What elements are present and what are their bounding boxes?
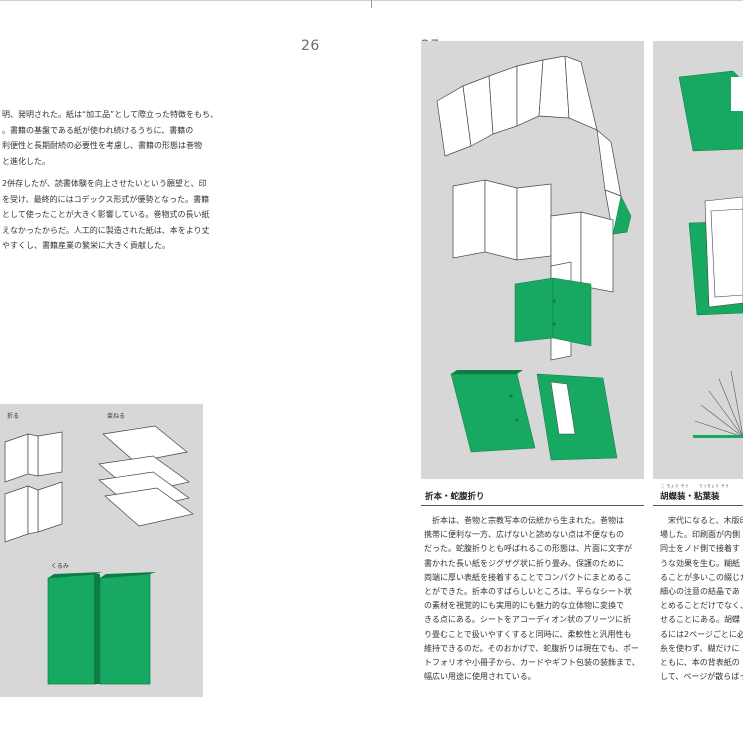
text-line: と進化した。 — [2, 156, 50, 166]
text-line: トフォリオや小冊子から、カードやギフト包装の装飾まで、 — [424, 658, 640, 668]
text-line: 利便性と長期耐続の必要性を考慮し、書籍の形態は巻物 — [2, 141, 202, 150]
text-line: やすくし、書籍産業の繁栄に大きく貢献した。 — [2, 241, 170, 250]
text-line: ともに、本の背表紙の — [660, 658, 740, 668]
text-line: えなかったからだ。人工的に製造された紙は、本をより丈 — [2, 225, 210, 235]
text-line: きる点にある。シートをアコーディオン状のプリーツに折 — [424, 615, 632, 625]
section2-divider — [653, 505, 743, 506]
section1-title: 折本・蛇腹折り — [425, 492, 485, 502]
bundled-sheets-illustration — [98, 425, 194, 527]
text-line: 場した。印刷面が内側 — [660, 530, 740, 540]
text-line: 細心の注意の結晶であ — [660, 587, 740, 597]
wrap-label: くるみ — [51, 563, 69, 570]
text-line: 両端に厚い表紙を接着することでコンパクトにまとめるこ — [424, 572, 632, 582]
section2-body: 宋代になると、木版印 場した。印刷面が内側 同士をノド側で接着す うな効果を生む… — [660, 514, 743, 684]
butterfly-binding-panel — [653, 41, 743, 479]
butterfly-binding-illustration — [678, 70, 743, 438]
text-line: るには2ページごとに必要 — [660, 629, 743, 639]
section2-ruby-right: でっちょう そう — [699, 484, 730, 488]
section2-title: 胡蝶装・粘葉装 — [660, 492, 720, 502]
section2-ruby-left: こ ちょう そう — [661, 484, 690, 488]
text-line: 糸を使わず、糊だけに — [660, 643, 740, 653]
accordion-fold-illustration — [436, 56, 632, 461]
text-line: を受け、最終的にはコデックス形式が優勢となった。書籍 — [2, 194, 210, 204]
text-line: 。書籍の基盤である紙が使われ続けるうちに、書籍の — [2, 125, 194, 135]
text-line: の素材を視覚的にも実用的にも魅力的な立体物に変換で — [424, 601, 624, 611]
text-line: とめることだけでなく、 — [660, 601, 743, 611]
text-line: 折本は、巻物と宗教写本の伝統から生まれた。巻物は — [432, 516, 624, 525]
folded-sheets-illustration — [4, 431, 63, 543]
text-line: り畳むことで扱いやすくすると同時に、柔軟性と汎用性も — [424, 629, 632, 639]
text-line: 宋代になると、木版印 — [668, 516, 743, 525]
text-line: 維持できるのだ。そのおかげで、蛇腹折りは現在でも、ポー — [424, 643, 640, 653]
left-body-text: 明、発明された。紙は“加工品”として際立った特徴をもち、 。書籍の基盤である紙が… — [2, 107, 218, 254]
binding-methods-panel: 折る 束ねる くるみ — [0, 404, 203, 697]
text-line: として使ったことが大きく影響している。巻物式の長い紙 — [2, 210, 210, 219]
text-line: 幅広い用途に使用されている。 — [424, 672, 536, 682]
spine-mark — [371, 0, 372, 8]
fold-label: 折る — [7, 413, 20, 420]
text-line: せることにある。胡蝶 — [660, 615, 740, 625]
text-line: とができた。折本のすばらしいところは、平らなシート状 — [424, 587, 632, 597]
folding-book-panel — [421, 41, 644, 479]
text-line: だった。蛇腹折りとも呼ばれるこの形態は、片面に文字が — [424, 544, 632, 554]
text-line: 書かれた長い紙をジグザグ状に折り畳み、保護のために — [424, 558, 624, 568]
text-line: うな効果を生む。糊紙 — [660, 558, 740, 568]
text-line: して、ページが散らばっ — [660, 672, 743, 682]
section1-body: 折本は、巻物と宗教写本の伝統から生まれた。巻物は 携帯に便利な一方、広げないと読… — [424, 514, 640, 684]
text-line: 2併存したが、読書体験を向上させたいという願望と、印 — [2, 179, 207, 188]
section1-divider — [421, 505, 644, 506]
wrapped-books-illustration — [47, 572, 156, 685]
page-number-left: 26 — [301, 38, 320, 54]
text-line: 携帯に便利な一方、広げないと読めない点は不便なもの — [424, 530, 624, 540]
text-line: 明、発明された。紙は“加工品”として際立った特徴をもち、 — [2, 110, 219, 119]
bundle-label: 束ねる — [107, 413, 126, 420]
text-line: 同士をノド側で接着す — [660, 544, 740, 554]
text-line: ることが多いこの綴じか — [660, 572, 743, 582]
